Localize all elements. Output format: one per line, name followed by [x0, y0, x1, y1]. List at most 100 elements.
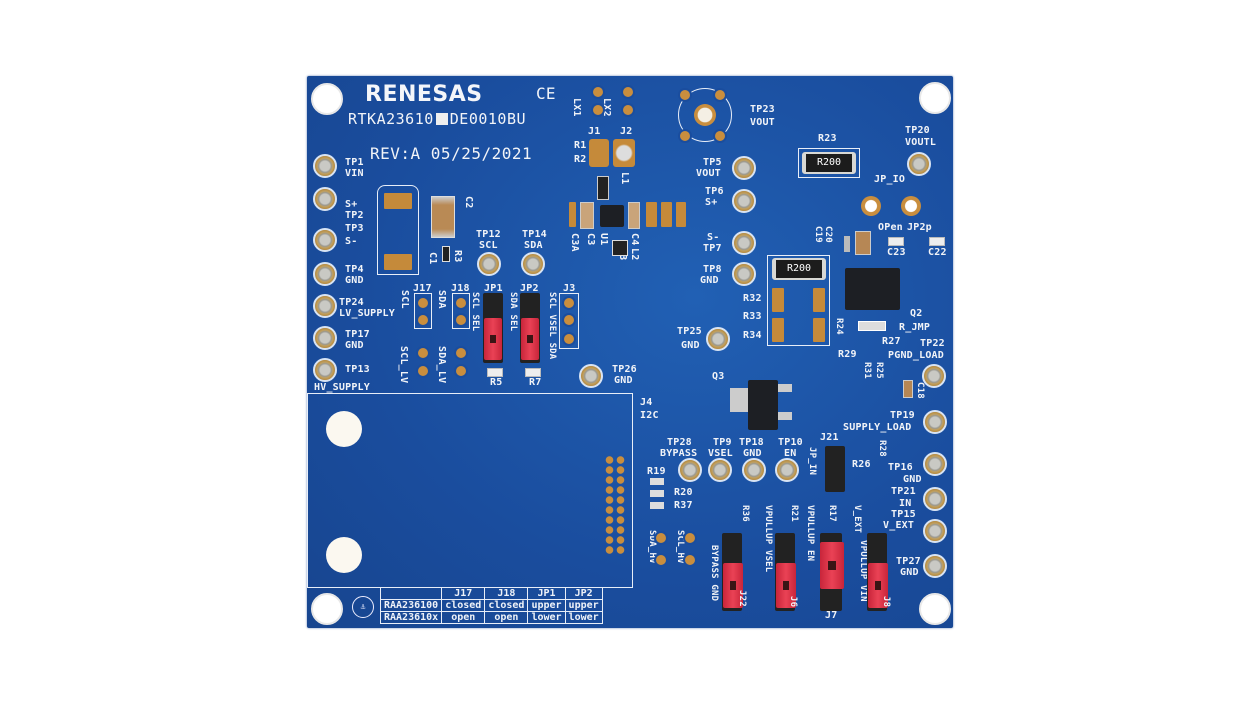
label-j4: J4	[640, 397, 653, 408]
table-row: RAA236100 closed closed upper upper	[379, 599, 603, 612]
capacitor-footprint	[377, 185, 419, 275]
pad	[772, 288, 784, 312]
mounting-hole	[326, 411, 362, 447]
test-point-tp19[interactable]	[923, 410, 947, 434]
ce-mark: CE	[536, 84, 556, 103]
label-tp26: TP26	[612, 364, 637, 375]
label-gnd: GND	[743, 448, 762, 459]
test-point-tp28[interactable]	[678, 458, 702, 482]
header-j21[interactable]	[825, 446, 845, 492]
pad-jp-io[interactable]	[861, 196, 881, 216]
ic-u1	[600, 205, 624, 227]
vout-connector-center[interactable]	[694, 104, 716, 126]
label-r36: R36	[740, 505, 750, 522]
test-point-tp6[interactable]	[732, 189, 756, 213]
capacitor-c19	[855, 231, 871, 255]
label-gnd: GND	[345, 340, 364, 351]
test-point-tp5[interactable]	[732, 156, 756, 180]
jumper-jp1[interactable]	[484, 318, 502, 360]
label-r7: R7	[529, 377, 542, 388]
test-point-tp3[interactable]	[313, 228, 337, 252]
mounting-hole	[311, 83, 343, 115]
label-j6: J6	[788, 596, 798, 608]
label-r3: R3	[452, 250, 463, 263]
header-j18[interactable]	[452, 293, 470, 329]
label-tp19: TP19	[890, 410, 915, 421]
label-tp18: TP18	[739, 437, 764, 448]
i2c-connector-j4[interactable]	[604, 455, 626, 555]
test-point-tp20[interactable]	[907, 152, 931, 176]
label-in: IN	[899, 498, 912, 509]
test-point-tp12[interactable]	[477, 252, 501, 276]
label-j21: J21	[820, 432, 839, 443]
shunt-resistor-r23: R200	[802, 152, 856, 174]
label-vout: VOUT	[696, 168, 721, 179]
jumper-j22[interactable]	[723, 563, 743, 608]
test-point-tp9[interactable]	[708, 458, 732, 482]
test-point-tp7[interactable]	[732, 231, 756, 255]
label-jp-io: JP_IO	[874, 174, 906, 185]
table-cell: upper	[564, 599, 603, 612]
label-gnd: GND	[614, 375, 633, 386]
label-gnd: GND	[900, 567, 919, 578]
test-point-tp25[interactable]	[706, 327, 730, 351]
test-point-tp18[interactable]	[742, 458, 766, 482]
test-point-tp17[interactable]	[313, 326, 337, 350]
jumper-j8[interactable]	[868, 563, 888, 608]
label-c3: C3	[585, 233, 596, 246]
regulator-tab	[730, 388, 748, 412]
test-point-tp13[interactable]	[313, 358, 337, 382]
label-r31: R31	[862, 362, 872, 379]
label-j7: J7	[825, 610, 838, 621]
test-point-tp2[interactable]	[313, 187, 337, 211]
test-point-tp10[interactable]	[775, 458, 799, 482]
capacitor-c23	[888, 237, 904, 246]
label-r26: R26	[852, 459, 871, 470]
test-point-tp1[interactable]	[313, 154, 337, 178]
jumper-jp2[interactable]	[521, 318, 539, 360]
header-j3[interactable]	[559, 293, 579, 349]
label-tp21: TP21	[891, 486, 916, 497]
label-en: EN	[784, 448, 797, 459]
capacitor-c2	[431, 196, 455, 238]
label-vpullup-vsel: VPULLUP VSEL	[763, 505, 773, 573]
test-point-tp27[interactable]	[923, 554, 947, 578]
jumper-j6[interactable]	[776, 563, 796, 608]
pad-j2	[613, 139, 635, 167]
test-point-tp14[interactable]	[521, 252, 545, 276]
label-r29: R29	[838, 349, 857, 360]
label-tp17: TP17	[345, 329, 370, 340]
resistor-r5	[487, 368, 503, 377]
table-cell: open	[484, 611, 529, 624]
test-point-tp4[interactable]	[313, 262, 337, 286]
table-row: RAA23610x open open lower lower	[379, 611, 603, 624]
pad-j1	[589, 139, 609, 167]
test-point-tp16[interactable]	[923, 452, 947, 476]
label-c1: C1	[427, 252, 438, 265]
test-point-tp21[interactable]	[923, 487, 947, 511]
label-l2: L2	[629, 248, 640, 261]
label-tp22: TP22	[920, 338, 945, 349]
label-v-ext: V_EXT	[883, 520, 915, 531]
label-tp24: TP24	[339, 297, 364, 308]
label-r2: R2	[574, 154, 587, 165]
test-point-tp15[interactable]	[923, 519, 947, 543]
pad	[676, 202, 686, 227]
table-header	[379, 587, 443, 600]
test-point-tp26[interactable]	[579, 364, 603, 388]
label-c18: C18	[915, 382, 925, 399]
mounting-hole	[326, 537, 362, 573]
jumper-j7[interactable]	[820, 542, 844, 589]
pad-jp-io[interactable]	[901, 196, 921, 216]
label-gnd: GND	[345, 275, 364, 286]
label-s-plus: S+	[345, 199, 358, 210]
label-scl-lv: SCL_LV	[398, 346, 409, 384]
pad	[813, 318, 825, 342]
test-point-tp24[interactable]	[313, 294, 337, 318]
test-point-tp8[interactable]	[732, 262, 756, 286]
capacitor	[580, 202, 594, 229]
header-j17[interactable]	[414, 293, 432, 329]
label-i2c: I2C	[640, 410, 659, 421]
test-point-tp22[interactable]	[922, 364, 946, 388]
